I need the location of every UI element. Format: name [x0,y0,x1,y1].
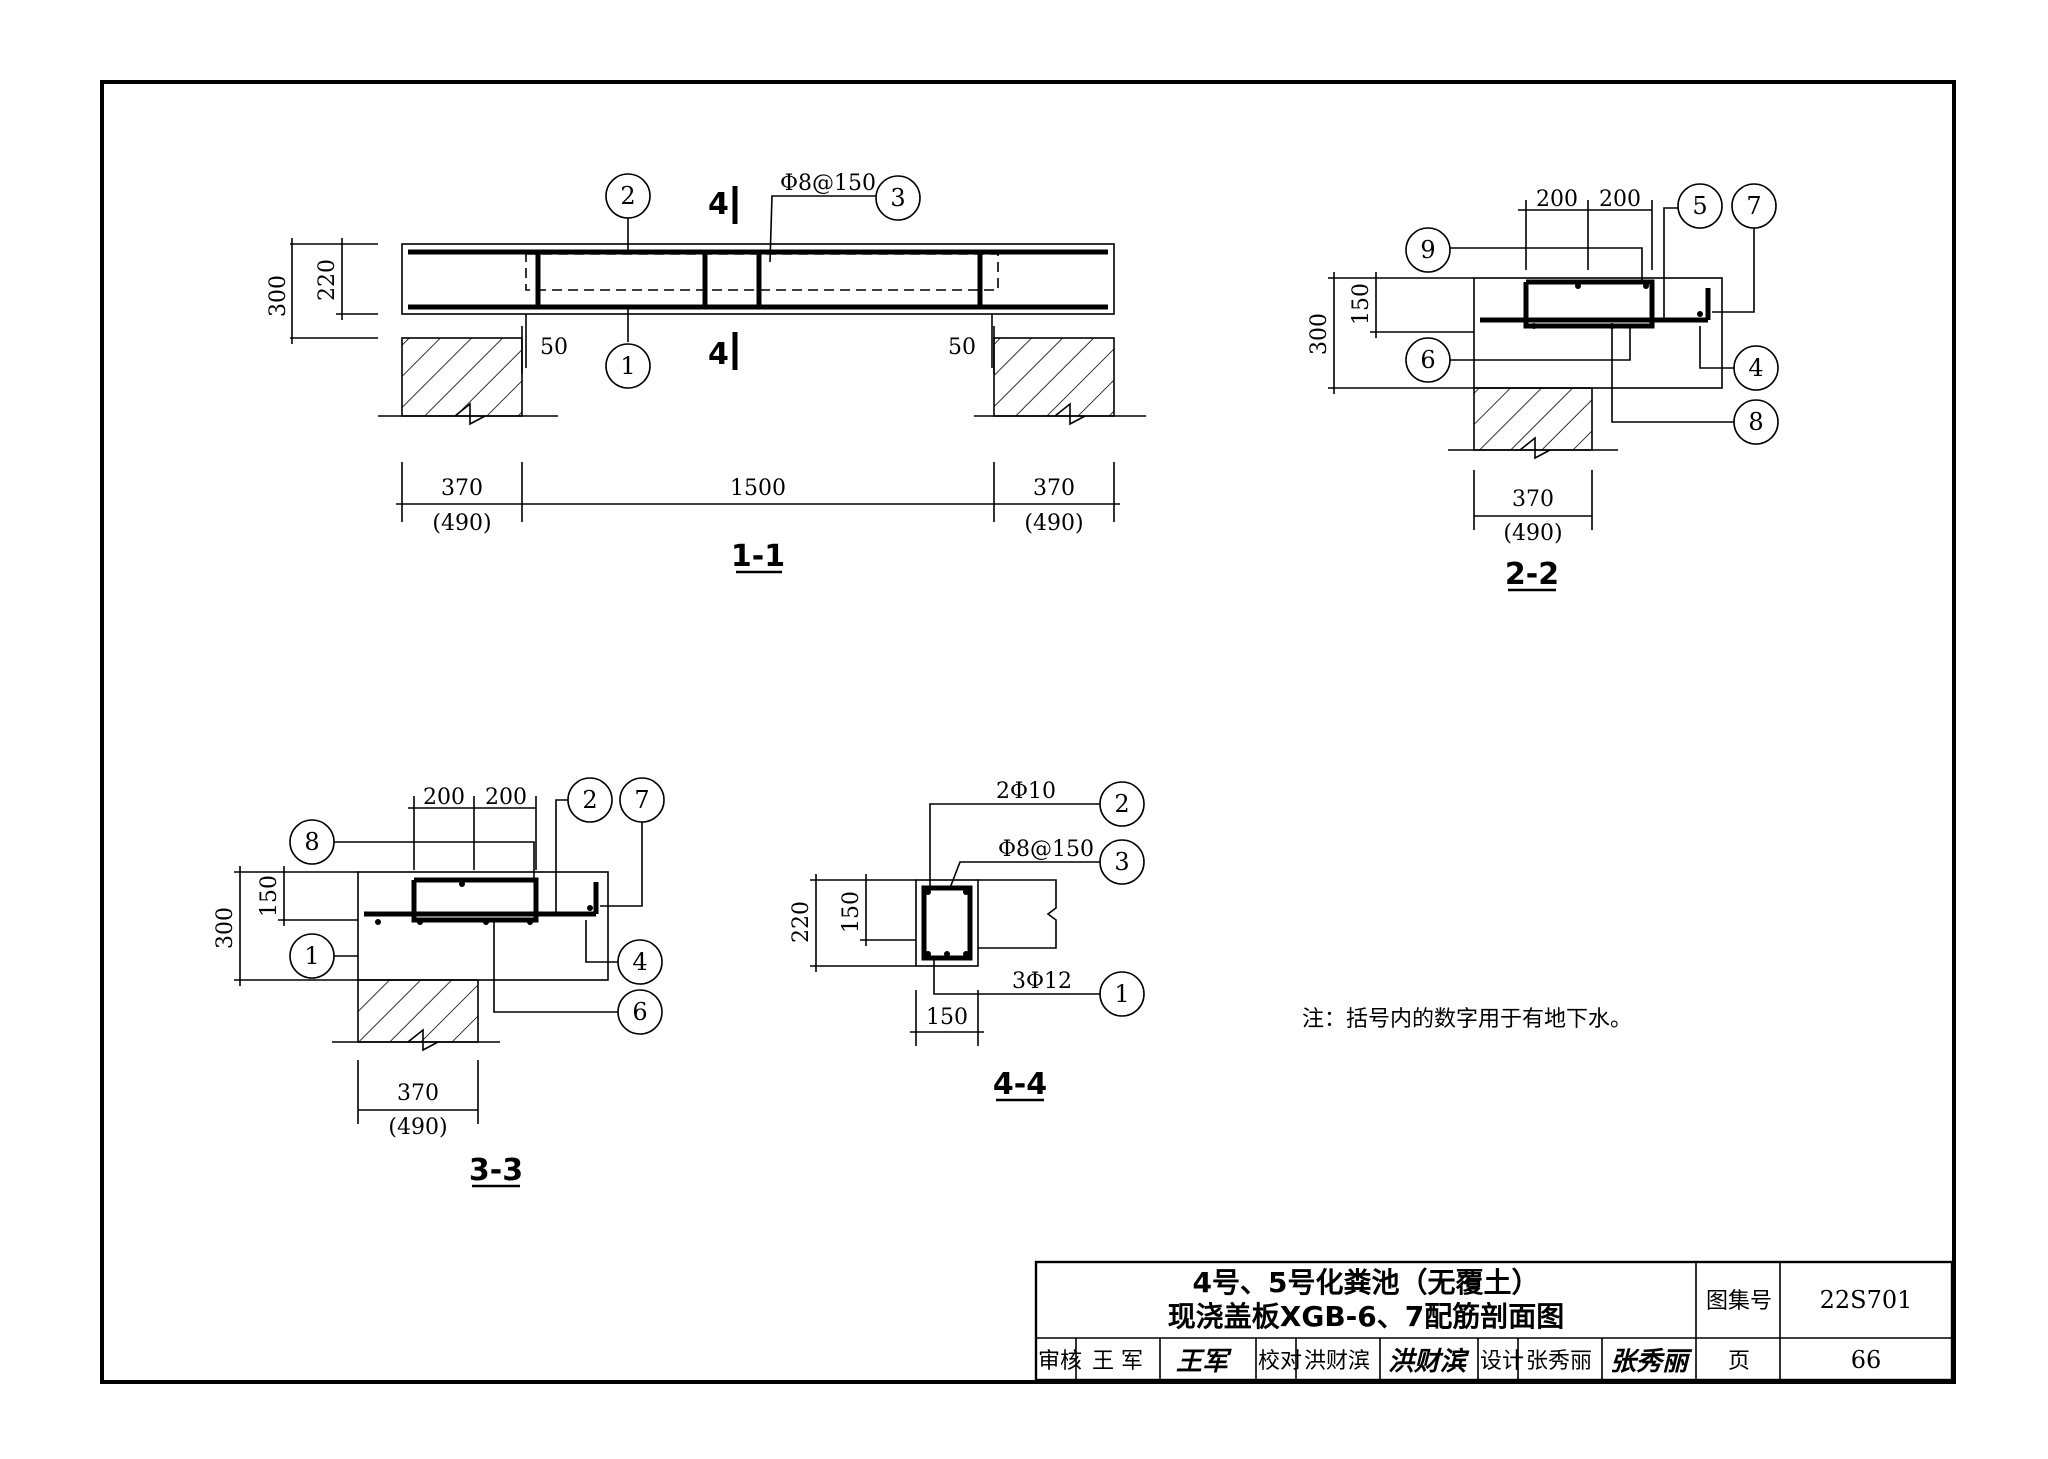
dim-wall-left: 370 [441,476,483,501]
dim-wall-alt: (490) [388,1115,447,1140]
section-3-3: 200 200 300 150 370 (490) 8 2 7 1 4 6 3-… [213,777,665,1188]
top-bars-spec: 2Φ10 [996,779,1056,804]
dim-w1: 200 [1536,187,1578,212]
callout-8: 8 [1748,408,1763,436]
callout-1: 1 [304,942,319,970]
callout-2: 2 [1114,790,1129,818]
dim-height-inner: 220 [315,259,340,301]
bottom-bars-spec: 3Φ12 [1012,969,1072,994]
callout-7: 7 [1746,192,1761,220]
callout-3: 3 [1114,848,1129,876]
dim-height-inner: 150 [1349,283,1374,325]
dim-w2: 200 [485,785,527,810]
section-4-4: 220 150 150 2 2Φ10 3 Φ8@150 1 3Φ12 4-4 [789,779,1145,1102]
dim-width: 150 [926,1005,968,1030]
dim-height-total: 300 [1307,313,1332,355]
beam-dashed-outline [525,253,999,291]
callout-1: 1 [620,352,635,380]
cut-mark-top: 4 [708,187,729,222]
callout-3: 3 [890,184,905,212]
slab-outline [401,243,1115,315]
dim-span: 1500 [730,476,786,501]
dim-wall-alt: (490) [1503,521,1562,546]
review-label: 审核 [1038,1349,1082,1374]
page-number: 66 [1851,1346,1882,1374]
wall-left [401,337,523,417]
dim-height-total: 220 [789,901,814,943]
sheet-title-line1: 4号、5号化粪池（无覆土） [1193,1266,1540,1299]
section-2-2: 200 200 300 150 370 (490) 9 5 7 6 4 8 2-… [1307,183,1779,592]
dim-bearing-left: 50 [540,335,568,360]
dim-bearing-right: 50 [948,335,976,360]
callout-1: 1 [1114,980,1129,1008]
rebar-spec-stirrup: Φ8@150 [780,171,876,196]
callout-7: 7 [634,786,649,814]
atlas-number: 22S701 [1820,1286,1913,1314]
callout-8: 8 [304,828,319,856]
callout-9: 9 [1420,236,1435,264]
review-name: 王 军 [1092,1349,1143,1374]
wall-right [993,337,1115,417]
dim-wall-left-alt: (490) [432,511,491,536]
dim-w1: 200 [423,785,465,810]
dim-wall: 370 [1512,487,1554,512]
check-name: 洪财滨 [1304,1349,1370,1374]
page-label: 页 [1728,1349,1750,1374]
callout-4: 4 [1748,354,1763,382]
dim-wall-right: 370 [1033,476,1075,501]
callout-2: 2 [582,786,597,814]
section-label-3-3: 3-3 [469,1153,523,1188]
title-block: 4号、5号化粪池（无覆土） 现浇盖板XGB-6、7配筋剖面图 图集号 22S70… [1034,1260,1954,1382]
dim-wall: 370 [397,1081,439,1106]
general-note: 注：括号内的数字用于有地下水。 [1302,1007,1632,1032]
dim-height-inner: 150 [257,875,282,917]
design-label: 设计 [1480,1349,1524,1374]
section-label-2-2: 2-2 [1505,557,1559,592]
sheet-frame [100,80,1956,1384]
section-label-4-4: 4-4 [993,1067,1047,1102]
dim-wall-right-alt: (490) [1024,511,1083,536]
design-signature: 张秀丽 [1610,1347,1693,1377]
review-signature: 王军 [1176,1347,1232,1377]
check-signature: 洪财滨 [1388,1347,1470,1377]
check-label: 校对 [1258,1349,1302,1374]
section-1-1: 4 4 300 220 50 50 370 (490) 1500 370 (49… [266,171,1146,574]
atlas-label: 图集号 [1706,1289,1772,1314]
sheet-title-line2: 现浇盖板XGB-6、7配筋剖面图 [1168,1300,1565,1333]
cut-mark-bottom: 4 [708,337,729,372]
dim-height-total: 300 [266,275,291,317]
stirrup-spec: Φ8@150 [998,837,1094,862]
dim-height-total: 300 [213,907,238,949]
callout-5: 5 [1692,192,1707,220]
design-name: 张秀丽 [1526,1349,1592,1374]
callout-2: 2 [620,182,635,210]
callout-6: 6 [632,998,647,1026]
dim-w2: 200 [1599,187,1641,212]
section-label-1-1: 1-1 [731,539,785,574]
callout-6: 6 [1420,346,1435,374]
dim-height-inner: 150 [839,891,864,933]
callout-4: 4 [632,948,647,976]
